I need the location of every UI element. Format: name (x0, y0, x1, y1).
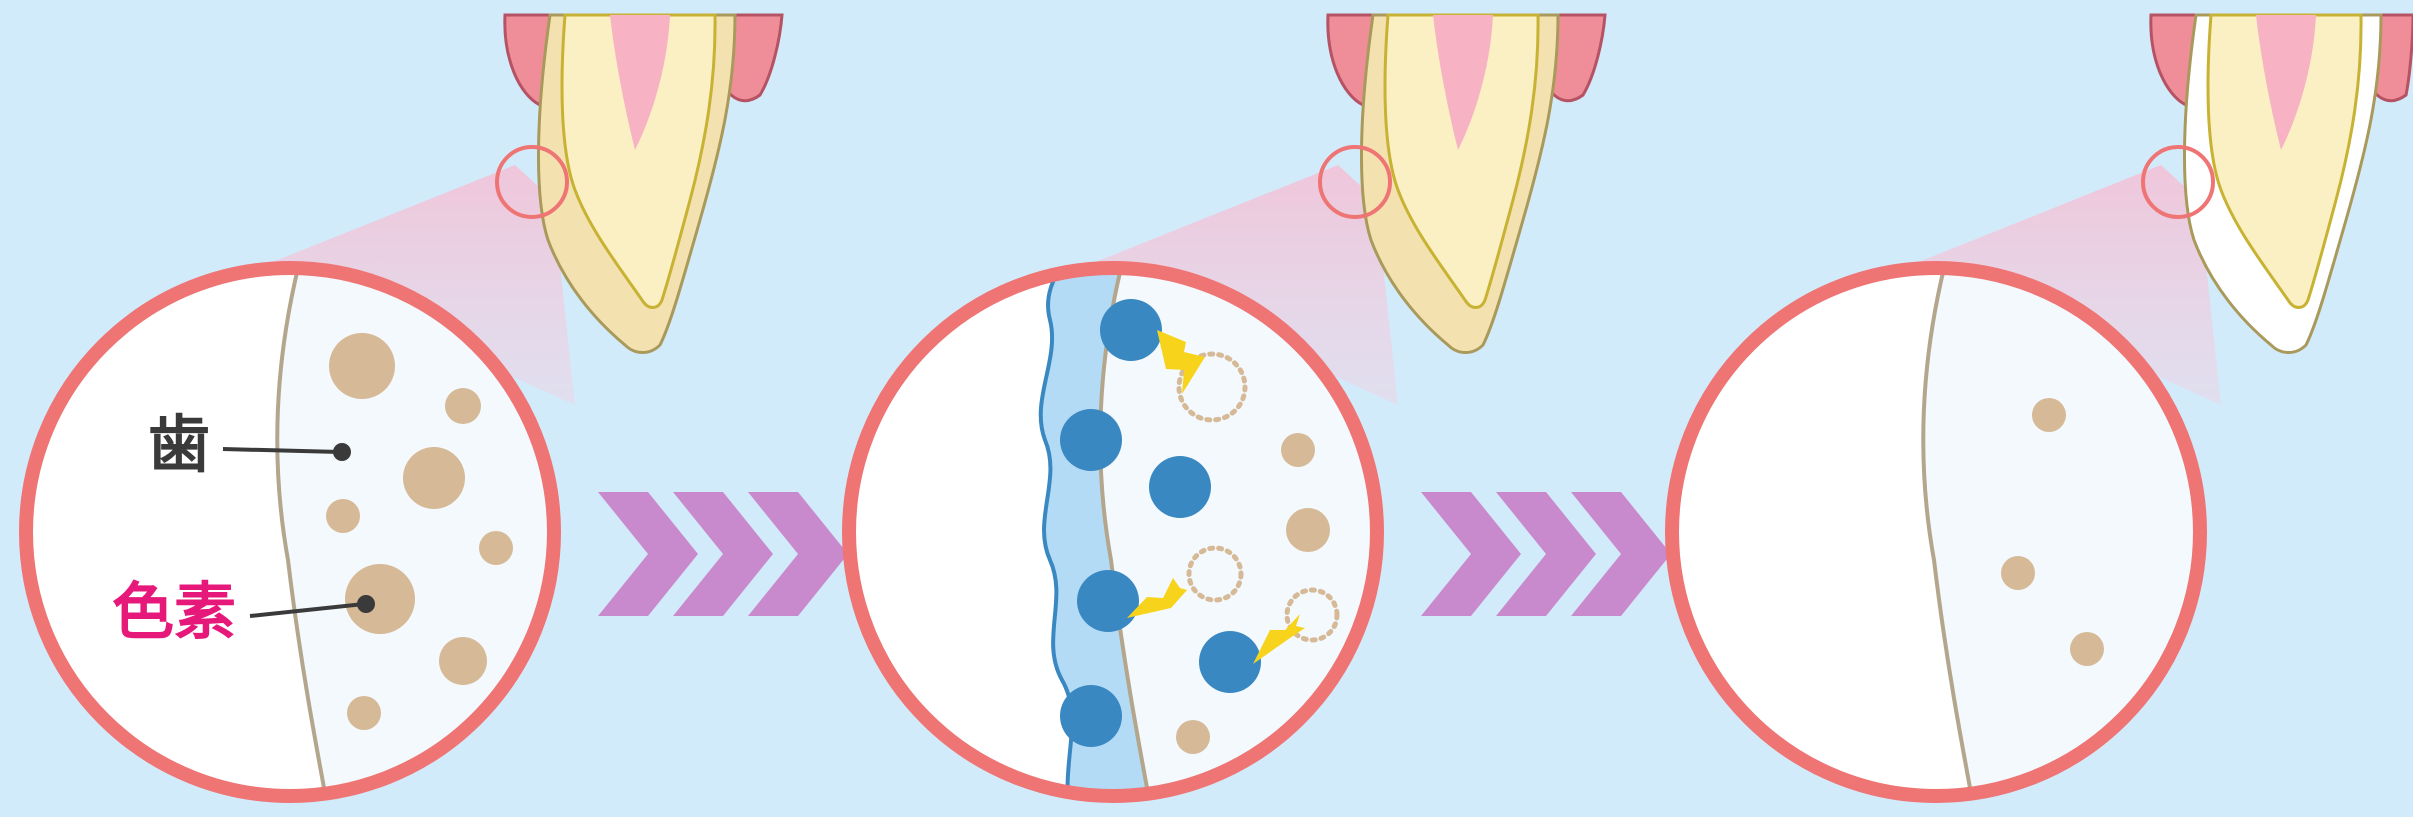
agent-particle (1077, 570, 1139, 632)
pigment-particle (329, 333, 395, 399)
pigment-particle (403, 447, 465, 509)
agent-particle (1060, 685, 1122, 747)
pigment-label-dot (357, 595, 375, 613)
chevron (598, 492, 698, 616)
pigment-particle (2001, 556, 2035, 590)
pigment-particle (1176, 720, 1210, 754)
pigment-particle (2070, 632, 2104, 666)
panel-during (849, 15, 1605, 817)
process-arrow-1 (598, 492, 848, 616)
agent-particle (1060, 409, 1122, 471)
panel-after (1672, 15, 2413, 817)
pigment-particle (1286, 508, 1330, 552)
pigment-particle (1281, 433, 1315, 467)
process-arrow-2 (1421, 492, 1671, 616)
tooth-label: 歯 (148, 408, 210, 481)
pigment-particle (479, 531, 513, 565)
agent-particle (1149, 456, 1211, 518)
pigment-label: 色素 (112, 575, 236, 648)
chevron (1421, 492, 1521, 616)
agent-particle (1199, 631, 1261, 693)
pigment-particle (439, 637, 487, 685)
panel-before: 歯 色素 (26, 15, 782, 817)
pigment-particle (345, 564, 415, 634)
agent-particle (1100, 299, 1162, 361)
pigment-particle (445, 388, 481, 424)
pigment-particle (347, 696, 381, 730)
tooth-label-dot (333, 443, 351, 461)
pigment-particle (2032, 398, 2066, 432)
pigment-particle (326, 499, 360, 533)
